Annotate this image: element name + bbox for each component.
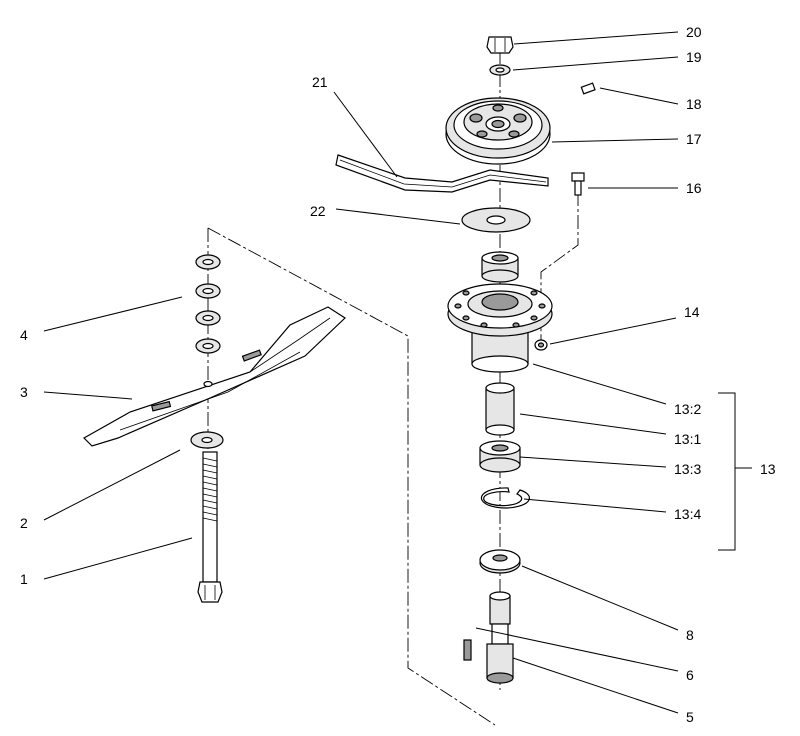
callout-5: 5 — [686, 709, 694, 725]
belt-part — [335, 154, 549, 193]
callout-17: 17 — [686, 131, 702, 147]
blade-washer-part — [190, 431, 224, 449]
callout-19: 19 — [686, 49, 702, 65]
snap-ring-part — [480, 487, 530, 509]
callout-labels: 20 19 18 17 21 16 22 4 14 3 13:2 13:1 13… — [20, 24, 776, 725]
callout-18: 18 — [686, 96, 702, 112]
spacer-washers-part — [195, 254, 221, 354]
lower-bearing-part — [479, 440, 521, 473]
callout-14: 14 — [684, 304, 700, 320]
callout-13-1: 13:1 — [674, 431, 701, 447]
spindle-shaft-part — [486, 591, 514, 684]
grease-fitting-part — [534, 339, 548, 351]
callout-13-2: 13:2 — [674, 401, 701, 417]
leader-lines — [43, 31, 752, 714]
bolt-part — [197, 451, 223, 603]
callout-3: 3 — [20, 384, 28, 400]
grease-bolt-part — [571, 172, 585, 196]
callout-13: 13 — [760, 461, 776, 477]
callout-2: 2 — [20, 515, 28, 531]
spacer-tube-part — [485, 382, 515, 436]
set-screw-part — [580, 82, 596, 95]
callout-4: 4 — [20, 327, 28, 343]
callout-20: 20 — [686, 24, 702, 40]
spindle-housing-part — [447, 283, 553, 373]
callout-8: 8 — [686, 627, 694, 643]
seal-washer-part — [479, 549, 521, 574]
callout-16: 16 — [686, 180, 702, 196]
key-part — [463, 639, 472, 661]
large-washer-part — [461, 207, 531, 233]
callout-13-4: 13:4 — [674, 506, 701, 522]
top-washer-part — [489, 64, 511, 76]
nut-part — [486, 36, 514, 54]
callout-1: 1 — [20, 571, 28, 587]
blade-part — [83, 306, 346, 447]
callout-6: 6 — [686, 667, 694, 683]
callout-13-3: 13:3 — [674, 461, 701, 477]
bearing-part — [481, 251, 519, 283]
callout-22: 22 — [310, 203, 326, 219]
callout-21: 21 — [312, 74, 328, 90]
pulley-part — [445, 97, 551, 165]
